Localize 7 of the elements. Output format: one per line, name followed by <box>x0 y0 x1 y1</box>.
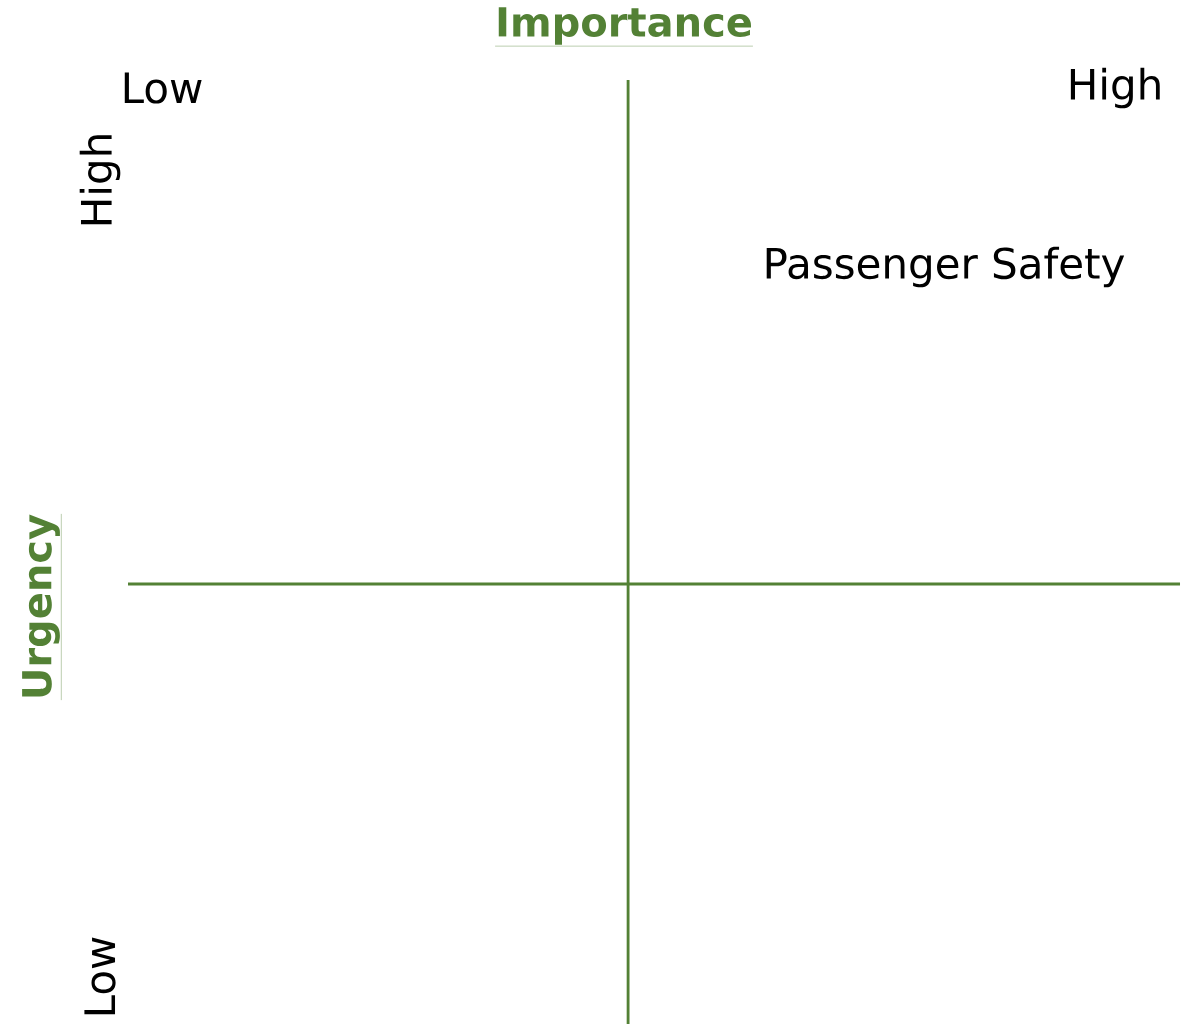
axis-title: Importance <box>494 7 754 47</box>
axis-title: Urgency <box>22 513 62 701</box>
axis-label: High <box>1070 67 1160 109</box>
axis-label: Low <box>124 72 202 104</box>
axis-label: High <box>79 135 121 225</box>
quadrant-label: Passenger Safety <box>766 246 1125 288</box>
axis-label: Low <box>84 937 116 1015</box>
